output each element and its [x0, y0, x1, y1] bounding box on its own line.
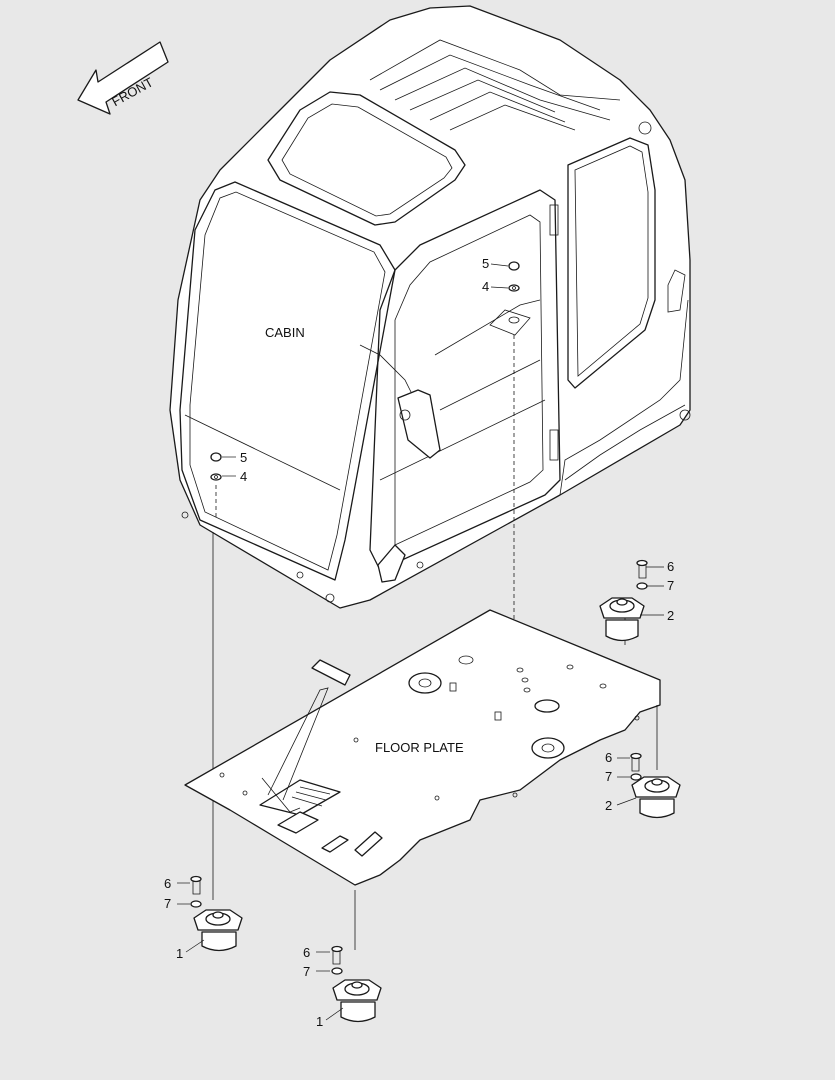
callout-7-rf: 7 [605, 769, 612, 784]
callout-5-top: 5 [482, 256, 489, 271]
callout-4-left: 4 [240, 469, 247, 484]
cabin-top-fasteners: 5 4 [482, 256, 531, 620]
front-direction-arrow: FRONT [77, 41, 169, 115]
mount-center-front: 6 7 1 [303, 945, 382, 1029]
callout-2-rf: 2 [605, 798, 612, 813]
callout-4-top: 4 [482, 279, 489, 294]
callout-5-left: 5 [240, 450, 247, 465]
mount-left-front: 6 7 1 [164, 875, 243, 961]
callout-7-rb: 7 [667, 578, 674, 593]
mount-right-back: 6 7 2 [599, 559, 674, 642]
callout-7-cf: 7 [303, 964, 310, 979]
callout-1-lf: 1 [176, 946, 183, 961]
floor-plate-label: FLOOR PLATE [375, 740, 464, 755]
cabin-drawing: CABIN [169, 5, 691, 609]
cabin-label: CABIN [265, 325, 305, 340]
cabin-left-fasteners: 5 4 [210, 450, 247, 900]
mount-right-front: 6 7 2 [605, 750, 681, 819]
callout-2-rb: 2 [667, 608, 674, 623]
floor-plate-drawing: FLOOR PLATE [184, 609, 661, 950]
callout-6-rf: 6 [605, 750, 612, 765]
callout-6-cf: 6 [303, 945, 310, 960]
callout-7-lf: 7 [164, 896, 171, 911]
callout-6-rb: 6 [667, 559, 674, 574]
callout-1-cf: 1 [316, 1014, 323, 1029]
callout-6-lf: 6 [164, 876, 171, 891]
